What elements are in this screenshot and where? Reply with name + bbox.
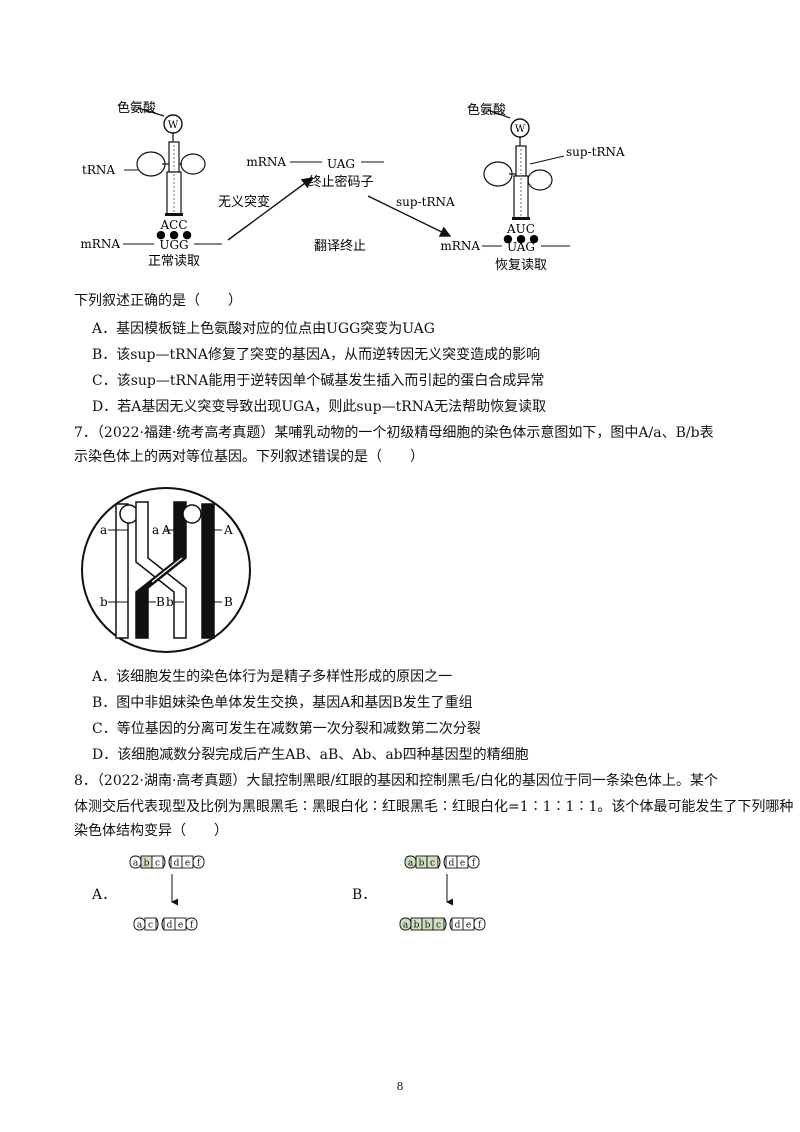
codon-uag-mid: UAG	[327, 157, 355, 171]
q7-option-a[interactable]: A．该细胞发生的染色体行为是精子多样性形成的原因之一	[92, 669, 453, 685]
q8-stem-line1: 8．（2022·湖南·高考真题）大鼠控制黑眼/红眼的基因和控制黑毛/白化的基因位…	[74, 773, 718, 789]
gene-letter: c	[148, 921, 153, 931]
gene-letter: a	[133, 859, 139, 869]
gene-letter: d	[167, 921, 173, 931]
gene-b-left: b	[100, 595, 108, 609]
q7-stem-line1: 7．（2022·福建·统考高考真题）某哺乳动物的一个初级精母细胞的染色体示意图如…	[74, 425, 714, 441]
centromere	[437, 855, 447, 869]
gene-letter: d	[449, 859, 455, 869]
gene-A-right: A	[223, 523, 233, 537]
gene-band	[432, 917, 445, 931]
gene-band	[144, 917, 157, 931]
gene-band	[192, 855, 205, 869]
q7-stem-line2: 示染色体上的两对等位基因。下列叙述错误的是（ ）	[74, 449, 424, 465]
mrna-label-mid: mRNA	[246, 155, 286, 169]
q7-option-d[interactable]: D．该细胞减数分裂完成后产生AB、aB、Ab、ab四种基因型的精细胞	[92, 747, 529, 763]
q6-option-c[interactable]: C．该sup—tRNA能用于逆转因单个碱基发生插入而引起的蛋白合成异常	[92, 373, 545, 389]
tryptophan-label-right: 色氨酸	[467, 102, 506, 118]
pairing-dots-left: ● ● ●	[156, 228, 192, 241]
gene-band	[467, 855, 480, 869]
gene-letter: f	[478, 921, 482, 931]
sup-trna-arrow-label: sup-tRNA	[396, 195, 455, 209]
mutation-arrow	[227, 177, 314, 241]
restore-read-label: 恢复读取	[495, 258, 547, 273]
anticodon-acc: ACC	[159, 218, 187, 232]
gene-letter: e	[178, 921, 183, 931]
gene-band	[185, 917, 198, 931]
q7-option-b[interactable]: B．图中非姐妹染色单体发生交换，基因A和基因B发生了重组	[92, 695, 473, 711]
w-circle-right: W	[515, 124, 526, 135]
gene-letter: e	[460, 859, 465, 869]
q6-stem: 下列叙述正确的是（ ）	[74, 293, 242, 309]
gene-letter: c	[430, 859, 435, 869]
pairing-dots-right: ● ● ●	[503, 232, 539, 245]
q7-option-c[interactable]: C．等位基因的分离可发生在减数第一次分裂和减数第二次分裂	[92, 721, 481, 737]
gene-band	[151, 855, 164, 869]
normal-read-label: 正常读取	[148, 254, 200, 269]
mrna-label-left: mRNA	[80, 237, 120, 251]
translation-stop-label: 翻译终止	[314, 238, 366, 254]
suppression-arrow	[367, 195, 452, 237]
q8-stem-line3: 染色体结构变异（ ）	[74, 823, 228, 839]
gene-letter: e	[466, 921, 471, 931]
q6-option-b[interactable]: B．该sup—tRNA修复了突变的基因A，从而逆转因无义突变造成的影响	[92, 347, 541, 363]
q6-option-a[interactable]: A．基因模板链上色氨酸对应的位点由UGG突变为UAG	[92, 321, 435, 337]
gene-b-inner: b	[166, 595, 174, 609]
gene-band	[426, 855, 439, 869]
anticodon-auc: AUC	[506, 222, 535, 236]
trna-nonsense-figure: W 色氨酸 tRNA ACC ● ● ● mRNA UGG 正常读取 无义突变 …	[80, 100, 625, 273]
gene-letter: f	[472, 859, 476, 869]
gene-letter: f	[197, 859, 201, 869]
page-number: 8	[396, 1080, 404, 1093]
mrna-label-right: mRNA	[440, 239, 480, 253]
trna-label: tRNA	[82, 163, 115, 177]
centromere	[155, 917, 165, 931]
gene-letter: b	[425, 921, 431, 931]
right-sup-trna-molecule: W	[483, 109, 565, 220]
centromere	[443, 917, 453, 931]
gene-letter: c	[436, 921, 441, 931]
gene-letter: d	[455, 921, 461, 931]
left-trna-molecule: W	[124, 107, 206, 216]
nonsense-mutation-label: 无义突变	[218, 194, 270, 210]
gene-letter: d	[174, 859, 180, 869]
q6-option-d[interactable]: D．若A基因无义突变导致出现UGA，则此sup—tRNA无法帮助恢复读取	[92, 399, 547, 415]
gene-letter: b	[144, 859, 150, 869]
gene-letter: c	[155, 859, 160, 869]
gene-A-inner: A	[161, 523, 171, 537]
q8-option-b-label[interactable]: B．	[352, 887, 377, 903]
gene-a-inner: a	[152, 523, 159, 537]
gene-band	[473, 917, 486, 931]
centromere	[162, 855, 172, 869]
codon-uag-right: UAG	[507, 240, 535, 254]
sup-trna-label: sup-tRNA	[566, 145, 625, 159]
gene-letter: e	[185, 859, 190, 869]
codon-ugg: UGG	[159, 238, 188, 252]
gene-a-left: a	[100, 523, 107, 537]
gene-letter: b	[419, 859, 425, 869]
gene-letter: a	[408, 859, 414, 869]
gene-letter: a	[403, 921, 409, 931]
gene-B-right: B	[224, 595, 233, 609]
gene-letter: b	[414, 921, 420, 931]
q8-stem-line2: 体测交后代表现型及比例为黑眼黑毛∶黑眼白化∶红眼黑毛∶红眼白化=1∶1∶1∶1。…	[74, 799, 794, 815]
w-circle-left: W	[168, 120, 179, 131]
gene-letter: a	[137, 921, 143, 931]
chromosome-crossover-figure: a a A A b B b B	[81, 487, 251, 653]
tryptophan-label-left: 色氨酸	[117, 100, 156, 116]
q8-option-a-label[interactable]: A．	[92, 887, 117, 903]
gene-letter: f	[190, 921, 194, 931]
gene-B-inner: B	[156, 595, 165, 609]
stop-codon-label: 终止密码子	[308, 174, 373, 190]
